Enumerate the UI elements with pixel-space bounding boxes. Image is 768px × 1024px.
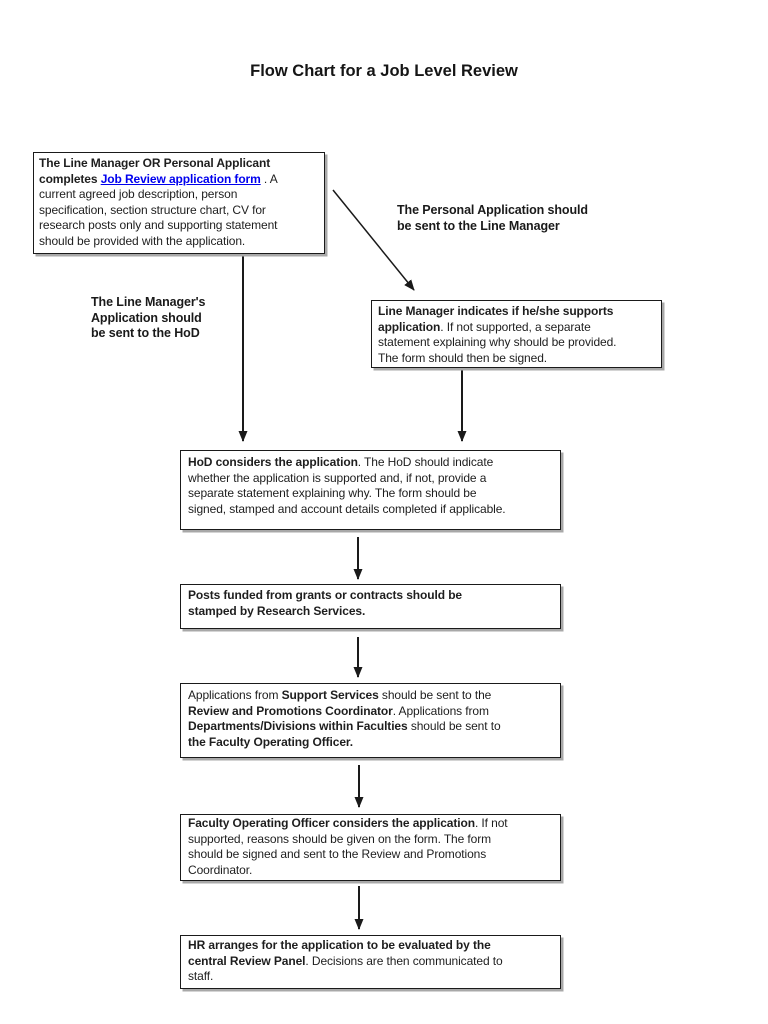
box-application-routing-text: Applications from Support Services shoul…: [188, 688, 501, 749]
box-application-routing: Applications from Support Services shoul…: [180, 683, 561, 758]
box-line-manager-indicates-support: Line Manager indicates if he/she support…: [371, 300, 662, 368]
box-line-manager-text: Line Manager indicates if he/she support…: [378, 304, 617, 365]
box-hod-text: HoD considers the application. The HoD s…: [188, 455, 506, 516]
box-applicant-completes-form: The Line Manager OR Personal Applicant c…: [33, 152, 325, 254]
box-faculty-operating-officer: Faculty Operating Officer considers the …: [180, 814, 561, 881]
box-hr-review-panel: HR arranges for the application to be ev…: [180, 935, 561, 989]
page-title: Flow Chart for a Job Level Review: [250, 62, 518, 80]
box-applicant-text: The Line Manager OR Personal Applicant c…: [39, 156, 278, 248]
box-hod-considers-application: HoD considers the application. The HoD s…: [180, 450, 561, 530]
label-personal-application-routing: The Personal Application should be sent …: [397, 203, 588, 233]
box-faculty-operating-officer-text: Faculty Operating Officer considers the …: [188, 816, 508, 877]
label-line-manager-application-routing: The Line Manager's Application should be…: [91, 295, 206, 340]
job-review-application-form-link[interactable]: Job Review application form: [100, 171, 261, 186]
box-research-services-text: Posts funded from grants or contracts sh…: [188, 588, 462, 618]
box-research-services-stamp: Posts funded from grants or contracts sh…: [180, 584, 561, 629]
box-hr-review-panel-text: HR arranges for the application to be ev…: [188, 938, 503, 983]
